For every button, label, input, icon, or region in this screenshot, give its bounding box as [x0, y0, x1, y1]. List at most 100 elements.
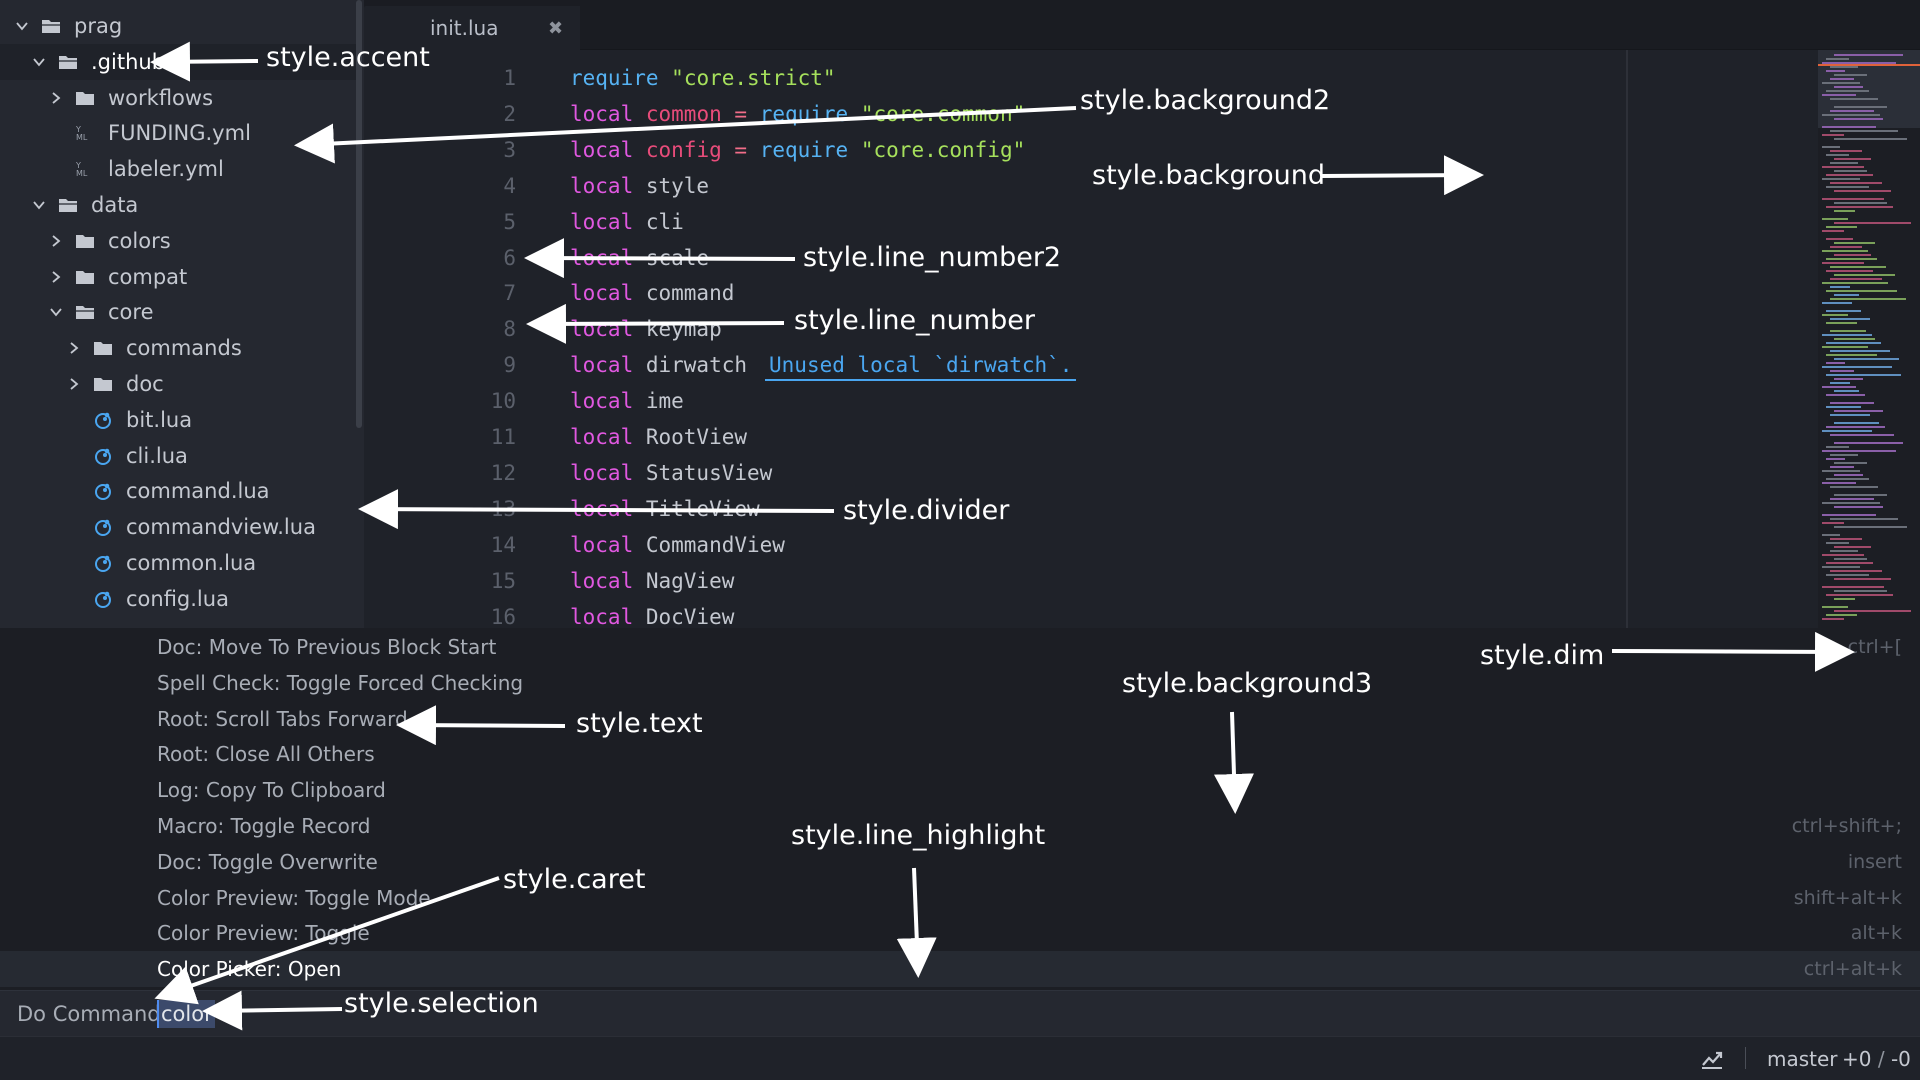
- minimap-line: [1834, 410, 1883, 412]
- tree-item[interactable]: prag: [0, 8, 356, 44]
- minimap-line: [1830, 130, 1898, 132]
- tree-item[interactable]: commands: [0, 330, 356, 366]
- tree-item[interactable]: command.lua: [0, 473, 356, 509]
- code-token: "core.strict": [671, 66, 836, 90]
- minimap-line: [1826, 270, 1873, 272]
- tree-item[interactable]: bit.lua: [0, 402, 356, 438]
- minimap-line: [1834, 422, 1879, 424]
- command-item[interactable]: Spell Check: Toggle Forced Checking: [0, 665, 1920, 701]
- line-number: 11: [490, 425, 516, 449]
- folder-icon: [74, 87, 96, 109]
- tree-item[interactable]: workflows: [0, 80, 356, 116]
- minimap-line: [1830, 538, 1862, 540]
- lua-file-icon: [92, 516, 114, 538]
- tree-item[interactable]: colors: [0, 223, 356, 259]
- code-token: config: [645, 137, 722, 162]
- minimap-line: [1822, 586, 1884, 588]
- command-item[interactable]: Root: Scroll Tabs Forward: [0, 701, 1920, 737]
- minimap-line: [1826, 206, 1893, 208]
- tree-item[interactable]: compat: [0, 259, 356, 295]
- command-input[interactable]: color: [157, 999, 215, 1029]
- tab-init-lua[interactable]: init.lua ✖: [364, 6, 580, 50]
- tree-item[interactable]: commandview.lua: [0, 509, 356, 545]
- command-item-label: Doc: Toggle Overwrite: [157, 849, 378, 874]
- folder-open-icon: [57, 194, 79, 216]
- minimap-line: [1830, 318, 1870, 320]
- line-number: 14: [490, 532, 516, 557]
- minimap[interactable]: [1818, 50, 1920, 628]
- chevron-down-icon[interactable]: [31, 198, 47, 212]
- code-line: local cli: [570, 210, 684, 234]
- minimap-line: [1822, 314, 1848, 316]
- minimap-line: [1822, 262, 1864, 264]
- minimap-line: [1830, 150, 1862, 152]
- tree-item[interactable]: doc: [0, 366, 356, 402]
- code-token: [722, 102, 735, 126]
- tree-item-label: FUNDING.yml: [108, 121, 251, 146]
- tree-item[interactable]: common.lua: [0, 545, 356, 581]
- command-item[interactable]: Root: Close All Others: [0, 736, 1920, 772]
- code-token: require: [570, 66, 659, 90]
- close-icon[interactable]: ✖: [548, 17, 564, 39]
- tree-item[interactable]: config.lua: [0, 581, 356, 617]
- minimap-line: [1830, 434, 1894, 436]
- sidebar-scrollbar[interactable]: [356, 0, 362, 428]
- code-token: local: [570, 604, 634, 629]
- code-line: local DocView: [570, 605, 734, 629]
- tree-item[interactable]: data: [0, 187, 356, 223]
- code-token: keymap: [633, 317, 722, 342]
- git-branch-label[interactable]: master: [1767, 1047, 1838, 1071]
- chart-icon[interactable]: [1700, 1047, 1724, 1071]
- command-bar: Do Command: color: [0, 990, 1920, 1036]
- minimap-line: [1822, 430, 1872, 432]
- minimap-line: [1822, 366, 1892, 368]
- minimap-line: [1822, 94, 1856, 96]
- git-added-count: +0: [1842, 1047, 1872, 1071]
- code-line: local style: [570, 174, 709, 198]
- chevron-right-icon[interactable]: [48, 91, 64, 105]
- tree-item-label: config.lua: [126, 586, 229, 611]
- minimap-line: [1826, 614, 1857, 616]
- minimap-line: [1826, 70, 1845, 72]
- chevron-right-icon[interactable]: [48, 234, 64, 248]
- tree-item[interactable]: .github: [0, 43, 356, 80]
- chevron-right-icon[interactable]: [66, 341, 82, 355]
- tree-item-label: core: [108, 300, 154, 325]
- minimap-line: [1826, 174, 1873, 176]
- minimap-line: [1826, 258, 1877, 260]
- minimap-line: [1830, 382, 1850, 384]
- code-token: RootView: [633, 425, 748, 449]
- tree-item[interactable]: cli.lua: [0, 438, 356, 474]
- code-token: StatusView: [633, 460, 773, 485]
- minimap-line: [1834, 118, 1883, 120]
- chevron-down-icon[interactable]: [14, 19, 30, 33]
- minimap-line: [1822, 554, 1864, 556]
- minimap-line: [1830, 182, 1882, 184]
- minimap-line: [1826, 574, 1869, 576]
- minimap-line: [1822, 566, 1860, 568]
- line-number: 6: [503, 245, 516, 270]
- chevron-right-icon[interactable]: [48, 270, 64, 284]
- chevron-right-icon[interactable]: [66, 377, 82, 391]
- minimap-line: [1834, 390, 1859, 392]
- minimap-line: [1826, 446, 1849, 448]
- minimap-line: [1826, 58, 1849, 60]
- command-item-shortcut: ctrl+shift+;: [1791, 815, 1902, 837]
- chevron-down-icon[interactable]: [48, 305, 64, 319]
- command-item[interactable]: Log: Copy To Clipboard: [0, 772, 1920, 808]
- svg-text:Y: Y: [75, 161, 81, 170]
- chevron-down-icon[interactable]: [31, 55, 47, 69]
- minimap-line: [1830, 350, 1890, 352]
- minimap-line: [1830, 110, 1874, 112]
- text-caret: [157, 1000, 159, 1028]
- tree-item[interactable]: core: [0, 294, 356, 330]
